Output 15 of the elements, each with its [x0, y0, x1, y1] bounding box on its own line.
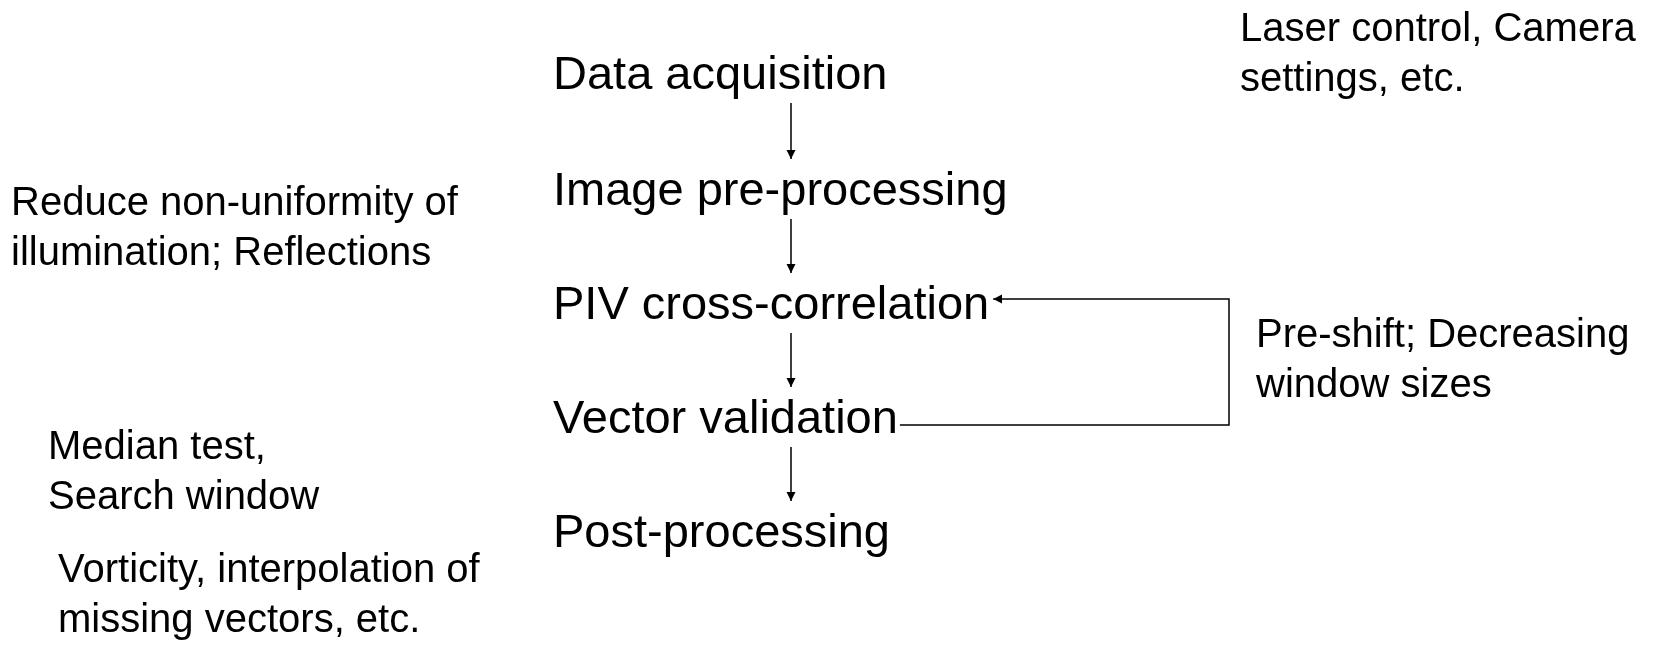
- annotation-text: Median test, Search window: [48, 422, 321, 519]
- step-label: PIV cross-correlation: [553, 277, 990, 329]
- step-label: Post-processing: [553, 505, 890, 557]
- annotation-text: Pre-shift; Decreasing window sizes: [1256, 310, 1631, 407]
- arrow: [786, 446, 796, 502]
- arrow: [786, 332, 796, 388]
- step-label: Image pre-processing: [553, 163, 1008, 215]
- step-label: Data acquisition: [553, 47, 888, 99]
- arrow: [786, 102, 796, 160]
- arrow: [786, 218, 796, 274]
- annotation-text: Vorticity, interpolation of missing vectors, etc.: [58, 545, 481, 642]
- annotation-text: Reduce non-uniformity of illumination; Reflections: [11, 178, 459, 275]
- annotation-text: Laser control, Camera settings, etc.: [1240, 4, 1637, 101]
- step-label: Vector validation: [553, 391, 898, 443]
- feedback-arrow: [899, 294, 1230, 426]
